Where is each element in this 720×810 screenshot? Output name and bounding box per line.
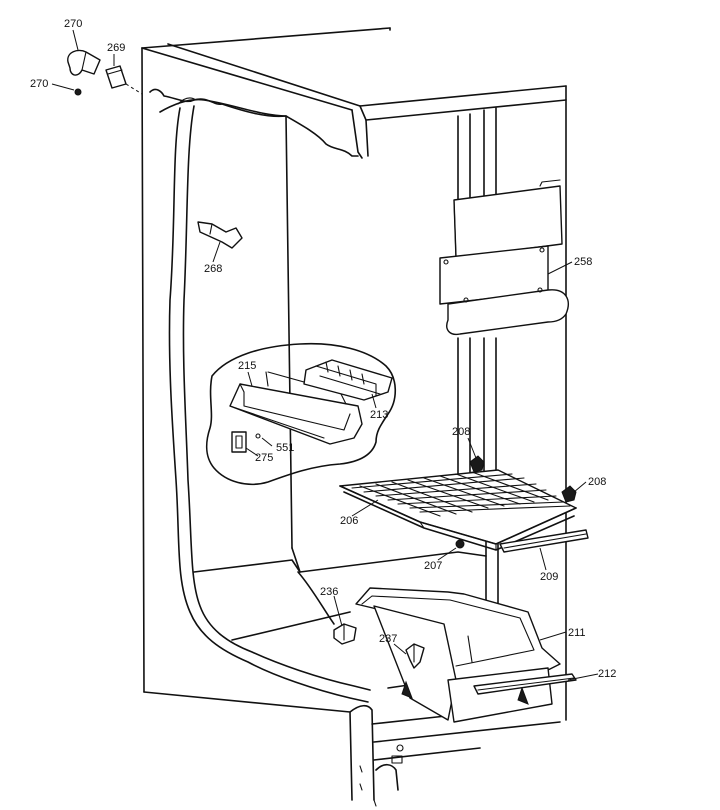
part-206-wire-shelf <box>339 469 577 551</box>
callout-275: 275 <box>255 452 273 464</box>
callout-237: 237 <box>379 633 397 645</box>
callout-213: 213 <box>370 409 388 421</box>
callout-207: 207 <box>424 560 442 572</box>
callout-212: 212 <box>598 668 616 680</box>
ice-tray-group-bubble <box>205 342 397 486</box>
refrigerator-cabinet <box>125 27 567 807</box>
callout-208-left: 208 <box>452 426 470 438</box>
callout-236: 236 <box>320 586 338 598</box>
callout-206: 206 <box>340 515 358 527</box>
part-207-shelf-clip <box>455 539 465 549</box>
callout-labels: 270 269 270 268 258 215 213 551 275 208 … <box>30 18 616 680</box>
callout-208-right: 208 <box>588 476 606 488</box>
part-208-shelf-support <box>469 455 577 503</box>
callout-270-nut: 270 <box>30 78 48 90</box>
part-268-thermostat-knob <box>197 221 243 249</box>
part-209-shelf-trim <box>499 529 589 553</box>
part-270-nut <box>74 88 82 96</box>
part-237-clip <box>405 643 425 669</box>
part-211-pan <box>355 587 561 723</box>
part-270-valve-fitting <box>67 49 101 76</box>
leader-lines <box>51 29 599 681</box>
callout-211: 211 <box>568 627 586 639</box>
callout-258: 258 <box>574 256 592 268</box>
callout-551: 551 <box>276 442 294 454</box>
callout-270-top: 270 <box>64 18 82 30</box>
callout-268: 268 <box>204 263 222 275</box>
part-236-bracket <box>333 623 357 645</box>
part-269-valve-tube <box>105 65 127 89</box>
callout-215: 215 <box>238 360 256 372</box>
callout-269: 269 <box>107 42 125 54</box>
part-258-cover-panel <box>439 179 569 336</box>
callout-209: 209 <box>540 571 558 583</box>
part-212-pan-trim <box>473 673 577 695</box>
